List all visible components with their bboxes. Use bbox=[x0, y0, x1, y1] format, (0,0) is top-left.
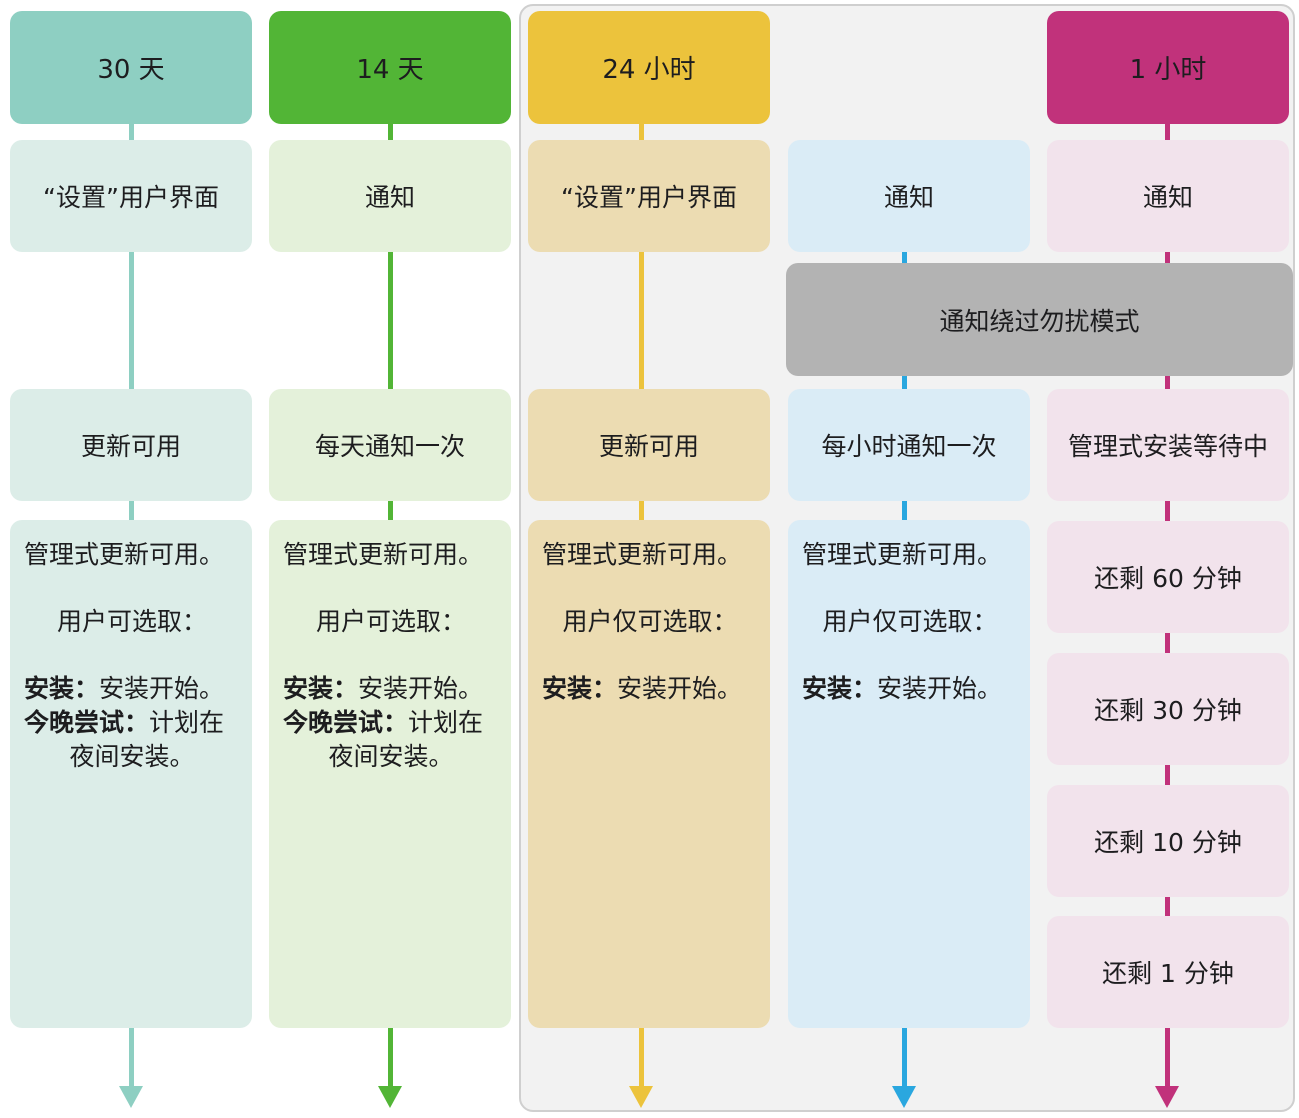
header-1-hour: 1 小时 bbox=[1047, 11, 1289, 124]
settings-ui-box: “设置”用户界面 bbox=[528, 140, 770, 252]
detail-box-30d: 管理式更新可用。 用户可选取： 安装：安装开始。 今晚尝试：计划在 夜间安装。 bbox=[10, 520, 252, 1028]
countdown-1-min: 还剩 1 分钟 bbox=[1047, 916, 1289, 1028]
managed-install-pending-box: 管理式安装等待中 bbox=[1047, 389, 1289, 501]
update-available-box: 更新可用 bbox=[10, 389, 252, 501]
detail-box-14d: 管理式更新可用。 用户可选取： 安装：安装开始。 今晚尝试：计划在 夜间安装。 bbox=[269, 520, 511, 1028]
bypass-dnd-bar: 通知绕过勿扰模式 bbox=[786, 263, 1293, 376]
header-24-hours: 24 小时 bbox=[528, 11, 770, 124]
notification-box: 通知 bbox=[269, 140, 511, 252]
countdown-10-min: 还剩 10 分钟 bbox=[1047, 785, 1289, 897]
daily-notification-box: 每天通知一次 bbox=[269, 389, 511, 501]
countdown-60-min: 还剩 60 分钟 bbox=[1047, 521, 1289, 633]
arrow-down-icon bbox=[1155, 1086, 1179, 1108]
countdown-30-min: 还剩 30 分钟 bbox=[1047, 653, 1289, 765]
detail-box-hourly: 管理式更新可用。 用户仅可选取： 安装：安装开始。 bbox=[788, 520, 1030, 1028]
settings-ui-box: “设置”用户界面 bbox=[10, 140, 252, 252]
arrow-down-icon bbox=[892, 1086, 916, 1108]
arrow-down-icon bbox=[629, 1086, 653, 1108]
update-available-box: 更新可用 bbox=[528, 389, 770, 501]
detail-box-24h: 管理式更新可用。 用户仅可选取： 安装：安装开始。 bbox=[528, 520, 770, 1028]
hourly-notification-box: 每小时通知一次 bbox=[788, 389, 1030, 501]
header-30-days: 30 天 bbox=[10, 11, 252, 124]
arrow-down-icon bbox=[119, 1086, 143, 1108]
notification-box: 通知 bbox=[1047, 140, 1289, 252]
arrow-down-icon bbox=[378, 1086, 402, 1108]
header-14-days: 14 天 bbox=[269, 11, 511, 124]
notification-box: 通知 bbox=[788, 140, 1030, 252]
